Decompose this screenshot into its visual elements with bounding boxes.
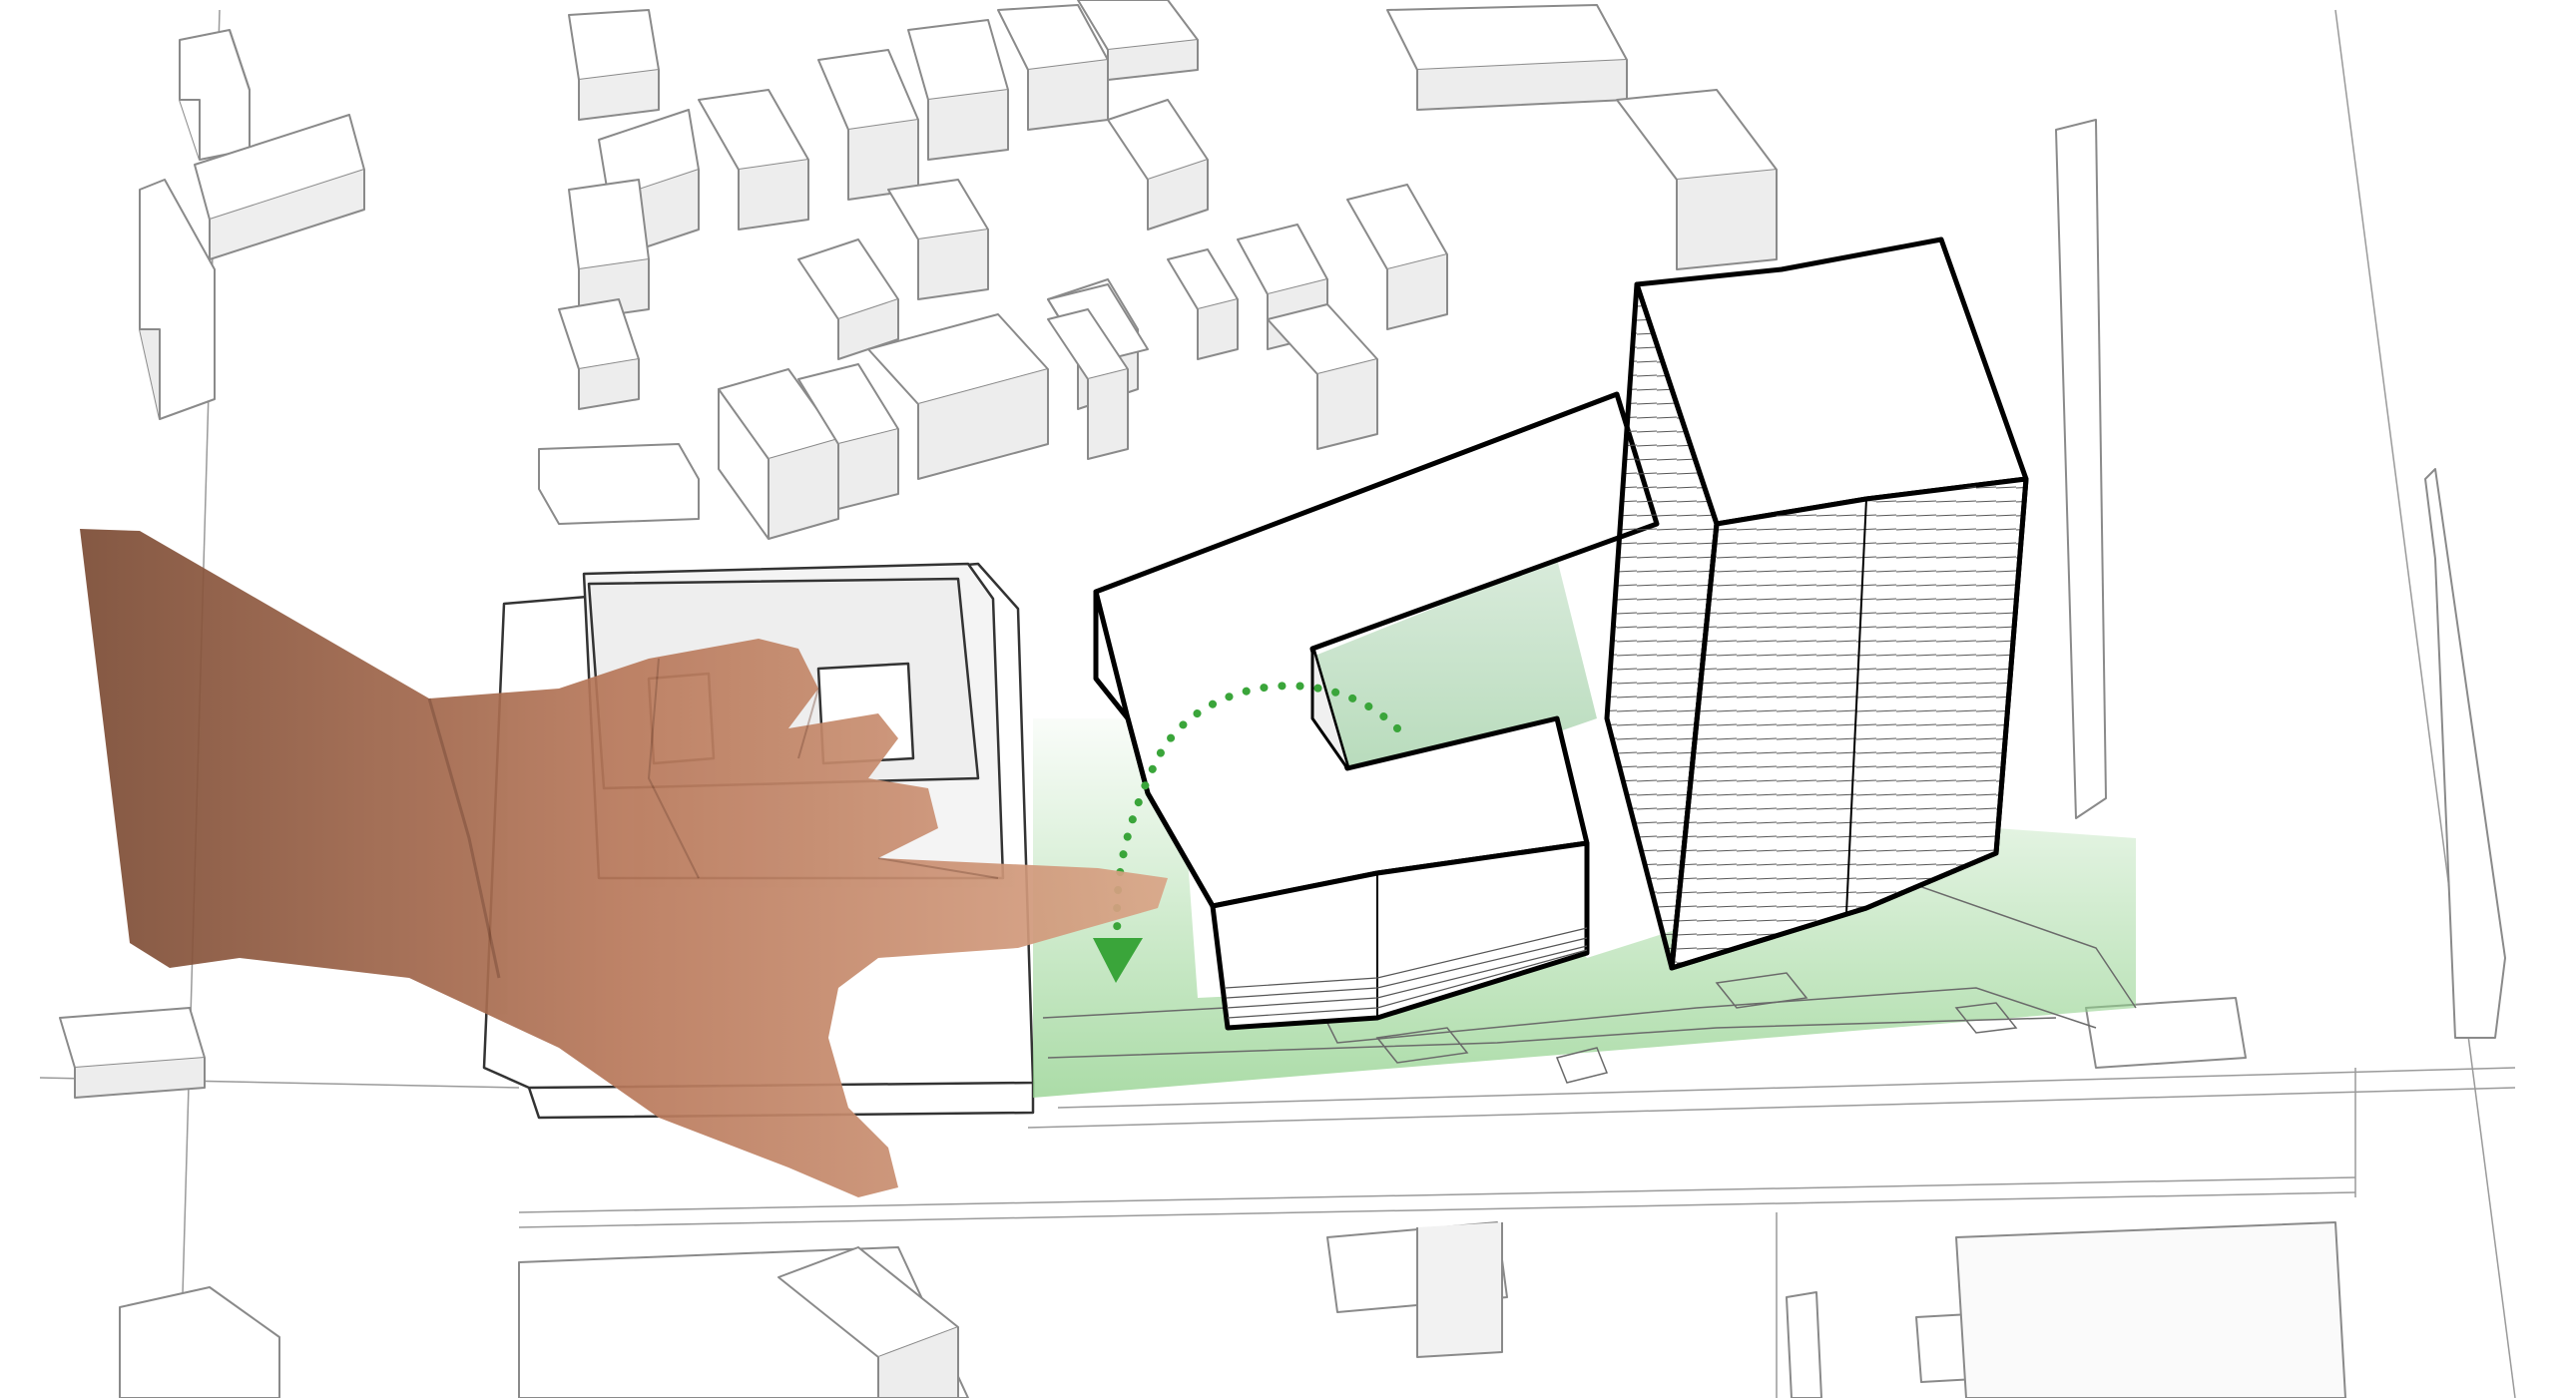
context-building: [818, 50, 918, 200]
context-building: [569, 180, 649, 319]
context-building: [60, 1008, 205, 1098]
context-building: [140, 180, 215, 419]
context-building: [1268, 304, 1377, 449]
context-building: [1387, 5, 1627, 110]
context-building: [120, 1287, 279, 1398]
context-buildings-bottom: [120, 1222, 2345, 1398]
context-building: [1617, 90, 1777, 269]
context-building: [888, 180, 988, 299]
context-building: [908, 20, 1008, 160]
context-building: [1327, 1222, 1507, 1357]
context-building: [699, 90, 808, 230]
proposed-tower-building: [1607, 239, 2026, 968]
context-building: [180, 30, 250, 160]
context-building: [559, 299, 639, 409]
context-building: [1168, 249, 1238, 359]
context-building: [1787, 1292, 1821, 1398]
context-building: [798, 239, 898, 359]
context-building: [2425, 469, 2505, 1038]
context-building: [2056, 120, 2106, 818]
context-building: [1347, 185, 1447, 329]
context-building: [569, 10, 659, 120]
context-building: [1956, 1222, 2345, 1398]
context-building: [1108, 100, 1208, 230]
context-building: [539, 444, 699, 524]
